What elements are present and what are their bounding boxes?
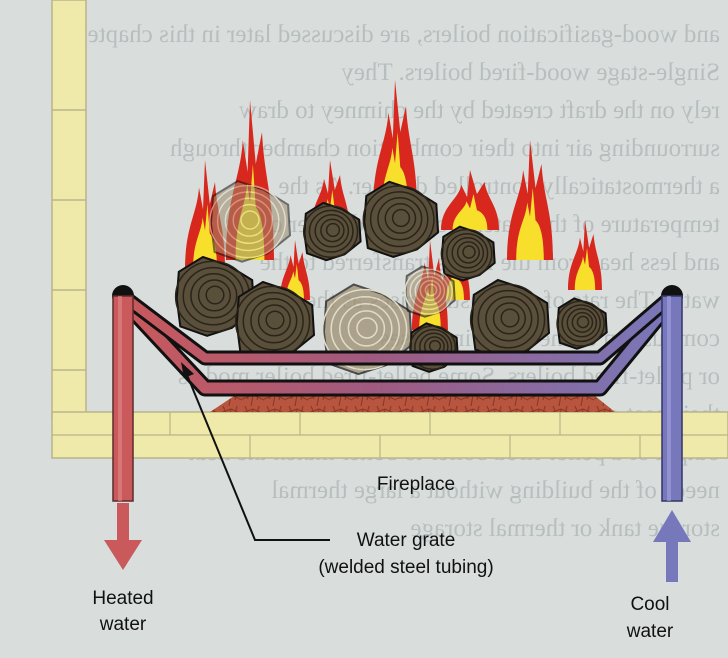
flame-inner xyxy=(574,248,596,290)
ember-bed xyxy=(210,392,615,412)
log xyxy=(209,180,292,263)
background-text-line: a thermostatically controlled damper. As… xyxy=(278,173,720,200)
background-text-line: Single-stage wood-fired boilers. They xyxy=(341,59,720,86)
log xyxy=(302,201,362,262)
log xyxy=(362,180,440,259)
cool-water-label-line1: Cool xyxy=(630,594,669,615)
log xyxy=(440,225,496,282)
water-grate-label-line2: (welded steel tubing) xyxy=(318,557,493,578)
background-text-line: rely on the draft created by the chimney… xyxy=(239,97,720,124)
water-grate-leader-line xyxy=(184,369,330,541)
flame-outer xyxy=(507,140,553,260)
log xyxy=(556,297,608,350)
background-book-text: and wood-gasification boilers, are discu… xyxy=(74,21,720,542)
flame-inner xyxy=(516,188,544,260)
heated-water-label-line1: Heated xyxy=(92,588,153,609)
firewood-logs xyxy=(174,180,608,376)
log xyxy=(174,255,256,337)
log xyxy=(404,265,456,318)
heated-water-riser xyxy=(112,295,134,502)
hearth-floor xyxy=(51,411,728,459)
leader-arrowhead xyxy=(181,362,194,378)
heated-water-label-line2: water xyxy=(99,614,147,635)
flame-inner xyxy=(452,194,488,230)
flame-outer xyxy=(441,170,499,230)
cool-water-riser xyxy=(661,295,683,502)
background-text-line: and wood-gasification boilers, are discu… xyxy=(74,21,720,48)
fireplace-label: Fireplace xyxy=(377,474,455,495)
water-grate-label-line1: Water grate xyxy=(357,530,456,551)
brick-wall xyxy=(51,0,87,421)
cool-water-arrow xyxy=(653,510,691,582)
flame-outer xyxy=(373,80,417,210)
log xyxy=(469,278,551,360)
cool-water-label-line2: water xyxy=(626,621,674,642)
flame-outer xyxy=(280,240,310,300)
heated-water-arrow xyxy=(104,503,142,570)
background-text-line: needs of the building without a large th… xyxy=(271,477,720,504)
flame-inner xyxy=(193,204,217,270)
flame-outer xyxy=(568,220,602,290)
